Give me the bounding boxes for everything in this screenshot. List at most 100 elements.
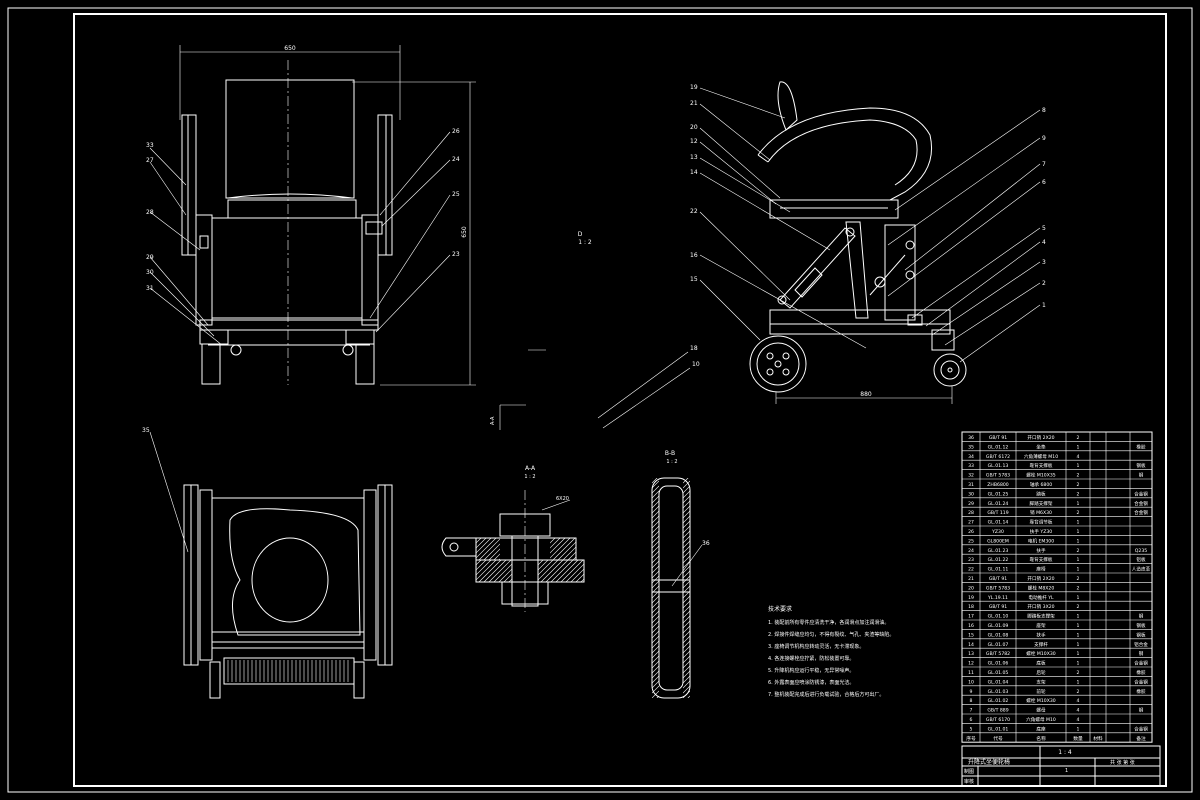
bom-cell: 6 [970, 717, 973, 723]
detail-a-label: A-A [525, 465, 536, 472]
detail-b-label: B-B [665, 450, 675, 457]
grille-bars [227, 660, 349, 682]
hatch-line [683, 535, 690, 544]
balloon-23: 23 [452, 251, 460, 258]
bom-cell: GB/T 889 [987, 708, 1008, 714]
note-5: 5. 升降机构应运行平稳，无异常噪声。 [768, 667, 854, 674]
hatch-line [586, 560, 608, 582]
bom-header-cell: 序号 [966, 735, 976, 742]
hatch-line [478, 560, 502, 582]
bom-cell: GB/T 6172 [986, 454, 1010, 460]
bom-cell: 钢板 [1136, 631, 1146, 638]
title-name: 升降式坐便轮椅 [968, 758, 1010, 766]
hatch-line [683, 630, 690, 639]
outer-border [7, 7, 1193, 793]
bom-cell: 2 [1077, 510, 1080, 516]
bom-cell: GL.01.11 [988, 567, 1009, 573]
hatch-line [652, 600, 659, 609]
hatch-line [683, 478, 684, 479]
hatch-line [683, 545, 690, 554]
bom-cell: 17 [968, 614, 974, 620]
hatch-line [683, 690, 690, 698]
bom-cell: 电机 EM300 [1028, 537, 1054, 544]
center-view-label: D [578, 231, 583, 238]
hatch-line [652, 520, 659, 529]
bom-cell: 座架 [1036, 622, 1046, 629]
balloon-16: 16 [690, 252, 698, 259]
bom-cell: 铝合金 [1134, 641, 1148, 648]
svg-text:6X20: 6X20 [556, 496, 569, 502]
bom-cell: 1 [1077, 679, 1080, 685]
bom-cell: 1 [1077, 529, 1080, 535]
hatch-line [498, 558, 500, 560]
dim-front-top: 650 [284, 45, 296, 52]
hatch-line [540, 560, 564, 582]
hatch-line [683, 635, 690, 644]
title-block: 升降式坐便轮椅 1 : 4 共 张 第 张 1 制图 审核 [961, 745, 1161, 787]
side-view: 880 19 21 20 12 13 1 [690, 81, 1046, 404]
section-arrow-left: A-A [490, 404, 526, 430]
hatch-line [652, 535, 659, 544]
technical-notes: 技术要求 1. 装配前所有零件应清洗干净，各润滑点加注润滑油。 2. 焊接件焊缝… [768, 605, 894, 698]
bom-cell: 21 [968, 576, 974, 582]
bom-cell: GB/T 91 [989, 435, 1007, 441]
hatch-line [683, 500, 690, 509]
hatch-line [683, 670, 690, 679]
bom-cell: 1 [1077, 557, 1080, 563]
hatch-line [562, 546, 576, 560]
balloon-8: 8 [1042, 107, 1046, 114]
balloon-19: 19 [690, 84, 698, 91]
balloon-36: 36 [702, 540, 710, 547]
hatch-line [575, 573, 584, 582]
dim-side-bottom: 880 [860, 391, 872, 398]
hatch-line [652, 570, 659, 579]
bom-cell: 踏板 [1036, 490, 1046, 497]
hatch-line [552, 538, 576, 560]
bom-cell: 1 [1077, 623, 1080, 629]
hatch-line [652, 580, 659, 589]
hatch-line [683, 650, 690, 659]
hatch-line [652, 550, 659, 559]
hatch-line [476, 560, 487, 571]
bom-cell: GL.01.06 [988, 661, 1009, 667]
hatch-line [683, 505, 690, 514]
balloon-28: 28 [146, 209, 154, 216]
balloon-12: 12 [690, 138, 698, 145]
bom-header-cell: 备注 [1136, 735, 1146, 742]
bom-cell: 4 [1077, 708, 1080, 714]
bom-cell: 铝板 [1136, 556, 1146, 563]
title-row-check: 审核 [964, 778, 974, 785]
bom-cell: GB/T 5782 [986, 651, 1010, 657]
bom-cell: GB/T 6170 [986, 717, 1010, 723]
hatch-line [652, 575, 659, 584]
bom-cell: 2 [1077, 491, 1080, 497]
detail-b-scale: 1 : 2 [666, 459, 677, 465]
bom-cell: 8 [970, 698, 973, 704]
bom-cell: 11 [968, 670, 974, 676]
bom-cell: 钢板 [1136, 622, 1146, 629]
bom-cell: 1 [1077, 595, 1080, 601]
detail-a-view: A-A 1 : 2 6X20 [441, 465, 608, 612]
hatch-line [538, 560, 539, 561]
balloon-15: 15 [690, 276, 698, 283]
balloon-31: 31 [146, 285, 154, 292]
bom-cell: 合金钢 [1134, 725, 1148, 732]
note-7: 7. 整机装配完成后进行负载试验，合格后方可出厂。 [768, 691, 884, 698]
bom-cell: 4 [1077, 454, 1080, 460]
bom-cell: 19 [968, 595, 974, 601]
hatch-line [683, 685, 690, 694]
hatch-line [683, 480, 690, 489]
balloon-33: 33 [146, 142, 154, 149]
hatch-line [476, 560, 482, 566]
hatch-line [652, 690, 659, 698]
balloon-6: 6 [1042, 179, 1046, 186]
hatch-line [652, 680, 659, 689]
balloon-35: 35 [142, 427, 150, 434]
hatch-line [652, 635, 659, 644]
title-scale: 1 : 4 [1058, 749, 1072, 756]
hatch-line [652, 670, 659, 679]
bom-cell: 支撑杆 [1034, 641, 1048, 648]
bom-cell: 35 [968, 444, 974, 450]
hatch-line [538, 560, 544, 566]
